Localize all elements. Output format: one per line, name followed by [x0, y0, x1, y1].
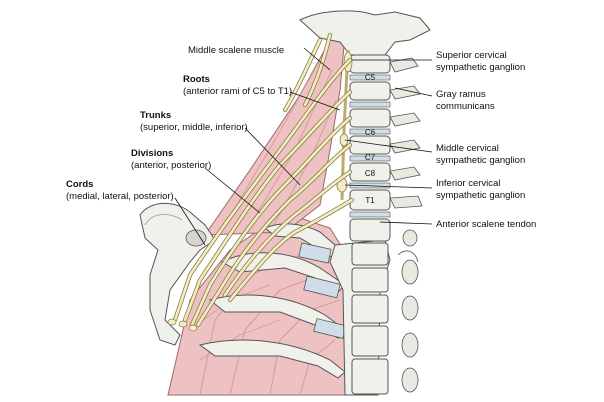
thoracic-vertebrae [351, 242, 389, 395]
label-anterior-scalene-tendon: Anterior scalene tendon [436, 219, 536, 230]
label-inferior-ganglion-line1: Inferior cervical [436, 178, 500, 189]
label-inferior-ganglion-line2: sympathetic ganglion [436, 190, 525, 201]
label-divisions-title: Divisions [131, 148, 173, 159]
label-middle-ganglion-line2: sympathetic ganglion [436, 155, 525, 166]
vertebra-label-c6: C6 [365, 128, 376, 137]
ribs [198, 223, 347, 379]
leader-lines [174, 47, 433, 246]
brachial-plexus-nerves [167, 32, 355, 332]
label-trunks-title: Trunks [140, 110, 171, 121]
vertebra-label-t1: T1 [365, 196, 375, 205]
label-divisions-sub: (anterior, posterior) [131, 160, 211, 171]
label-trunks-sub: (superior, middle, inferior) [140, 122, 248, 133]
vertebra-label-c5: C5 [365, 73, 376, 82]
label-cords-title: Cords [66, 179, 93, 190]
label-roots-title: Roots [183, 74, 210, 85]
label-gray-ramus-line1: Gray ramus [436, 89, 486, 100]
vertebra-label-c8: C8 [365, 169, 376, 178]
label-roots-sub: (anterior rami of C5 to T1) [183, 86, 292, 97]
vertebral-column [299, 10, 431, 395]
label-superior-ganglion-line2: sympathetic ganglion [436, 62, 525, 73]
vertebra-labels: C5 C6 C7 C8 T1 [365, 73, 376, 205]
label-middle-ganglion-line1: Middle cervical [436, 143, 499, 154]
transverse-processes [389, 57, 423, 393]
label-middle-scalene: Middle scalene muscle [188, 45, 284, 56]
label-gray-ramus-line2: communicans [436, 101, 495, 112]
label-cords-sub: (medial, lateral, posterior) [66, 191, 174, 202]
vertebra-stack [349, 54, 391, 242]
right-labels: Superior cervical sympathetic ganglion G… [436, 50, 536, 230]
left-labels: Middle scalene muscle Roots (anterior ra… [66, 45, 292, 202]
vertebra-label-c7: C7 [365, 153, 376, 162]
label-superior-ganglion-line1: Superior cervical [436, 50, 507, 61]
